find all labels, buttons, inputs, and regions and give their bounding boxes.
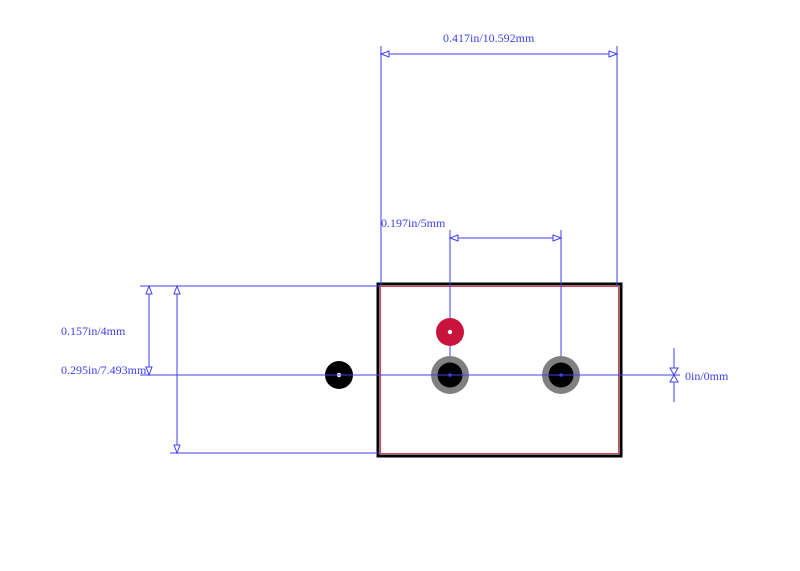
dimension-lines [140, 46, 680, 455]
body-outline [376, 282, 623, 458]
pads [325, 318, 580, 394]
height-arrow-bottom [173, 444, 181, 455]
courtyard-outline [380, 286, 619, 454]
width-arrow-right [608, 50, 619, 58]
pitch-arrow-right [552, 234, 563, 242]
offset-arrow-top [145, 284, 153, 295]
width-arrow-left [379, 50, 390, 58]
zero-arrow-bottom [669, 373, 679, 383]
dimension-labels: 0.417in/10.592mm 0.197in/5mm 0.157in/4mm… [61, 31, 729, 383]
pin1-pad [436, 318, 464, 346]
zero-arrow-top [669, 367, 679, 377]
pitch-arrow-left [448, 234, 459, 242]
center-offset-label: 0in/0mm [685, 369, 729, 383]
height-arrow-top [173, 284, 181, 295]
component-body [376, 282, 623, 458]
pin-offset-label: 0.157in/4mm [61, 324, 126, 338]
overall-width-label: 0.417in/10.592mm [443, 31, 535, 45]
pin-pitch-label: 0.197in/5mm [381, 216, 446, 230]
offset-arrow-bottom [145, 366, 153, 377]
overall-height-label: 0.295in/7.493mm [61, 363, 147, 377]
